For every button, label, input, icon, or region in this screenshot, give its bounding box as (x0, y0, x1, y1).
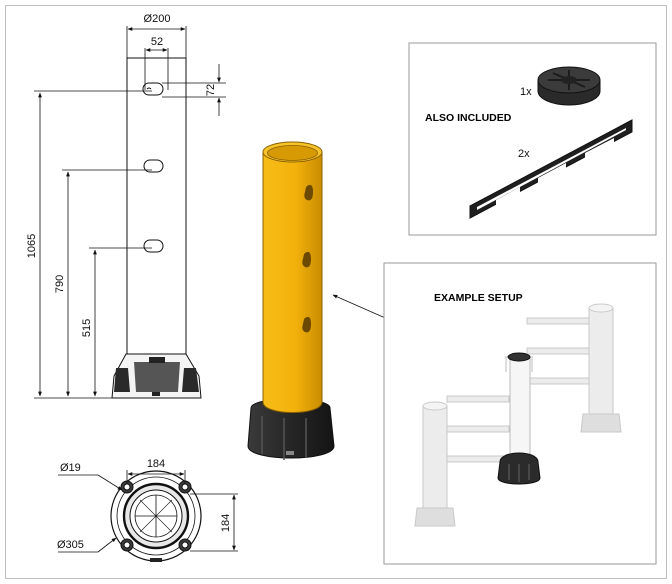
tube-hole-top (304, 184, 313, 201)
dim-base-width (126, 470, 186, 484)
dim-base-width-label: 184 (147, 458, 165, 470)
example-setup-heading: EXAMPLE SETUP (434, 292, 523, 304)
example-setup-highlight-post (497, 352, 541, 485)
dim-top-diameter-label: Ø200 (144, 13, 171, 25)
bolt-holes (120, 480, 192, 552)
dim-hole-spacing-label: 52 (151, 36, 163, 48)
post-render (247, 141, 335, 460)
tube-hole-middle (302, 251, 311, 268)
dim-mid-height-label: 790 (54, 275, 66, 293)
hole-top (142, 82, 164, 96)
also-included-heading: ALSO INCLUDED (425, 112, 512, 124)
dim-top-diameter (126, 26, 187, 58)
qty-mounting-strip: 2x (518, 148, 530, 160)
dim-hole-height-label: 72 (205, 84, 217, 96)
base-cap-icon (537, 66, 601, 106)
hole-middle (143, 159, 164, 173)
dim-hole-spacing (144, 48, 169, 90)
dim-low-height-label: 515 (81, 319, 93, 337)
dim-hole-height (162, 64, 226, 116)
dim-bolt-diameter-label: Ø19 (60, 462, 81, 474)
elevation-view (111, 57, 202, 399)
example-setup-illustration (414, 303, 622, 527)
tube-hole-bottom (302, 316, 311, 333)
qty-base-cap: 1x (520, 86, 532, 98)
dim-low-height (89, 247, 152, 397)
dim-base-depth-label: 184 (220, 514, 232, 532)
dim-mid-height (62, 169, 152, 397)
page-border (5, 5, 667, 579)
hole-bottom (143, 239, 164, 253)
mounting-strip-icon (469, 119, 633, 219)
dim-base-diameter-label: Ø305 (57, 539, 84, 551)
dim-total-height (34, 90, 152, 399)
post-holes (142, 82, 164, 253)
dim-base-depth (190, 493, 238, 552)
post-outline (126, 57, 187, 355)
dim-base-diameter (58, 537, 117, 553)
post-tube (262, 151, 323, 413)
dim-total-height-label: 1065 (26, 234, 38, 258)
dim-bolt-diameter (58, 474, 123, 491)
plan-view (110, 470, 202, 562)
